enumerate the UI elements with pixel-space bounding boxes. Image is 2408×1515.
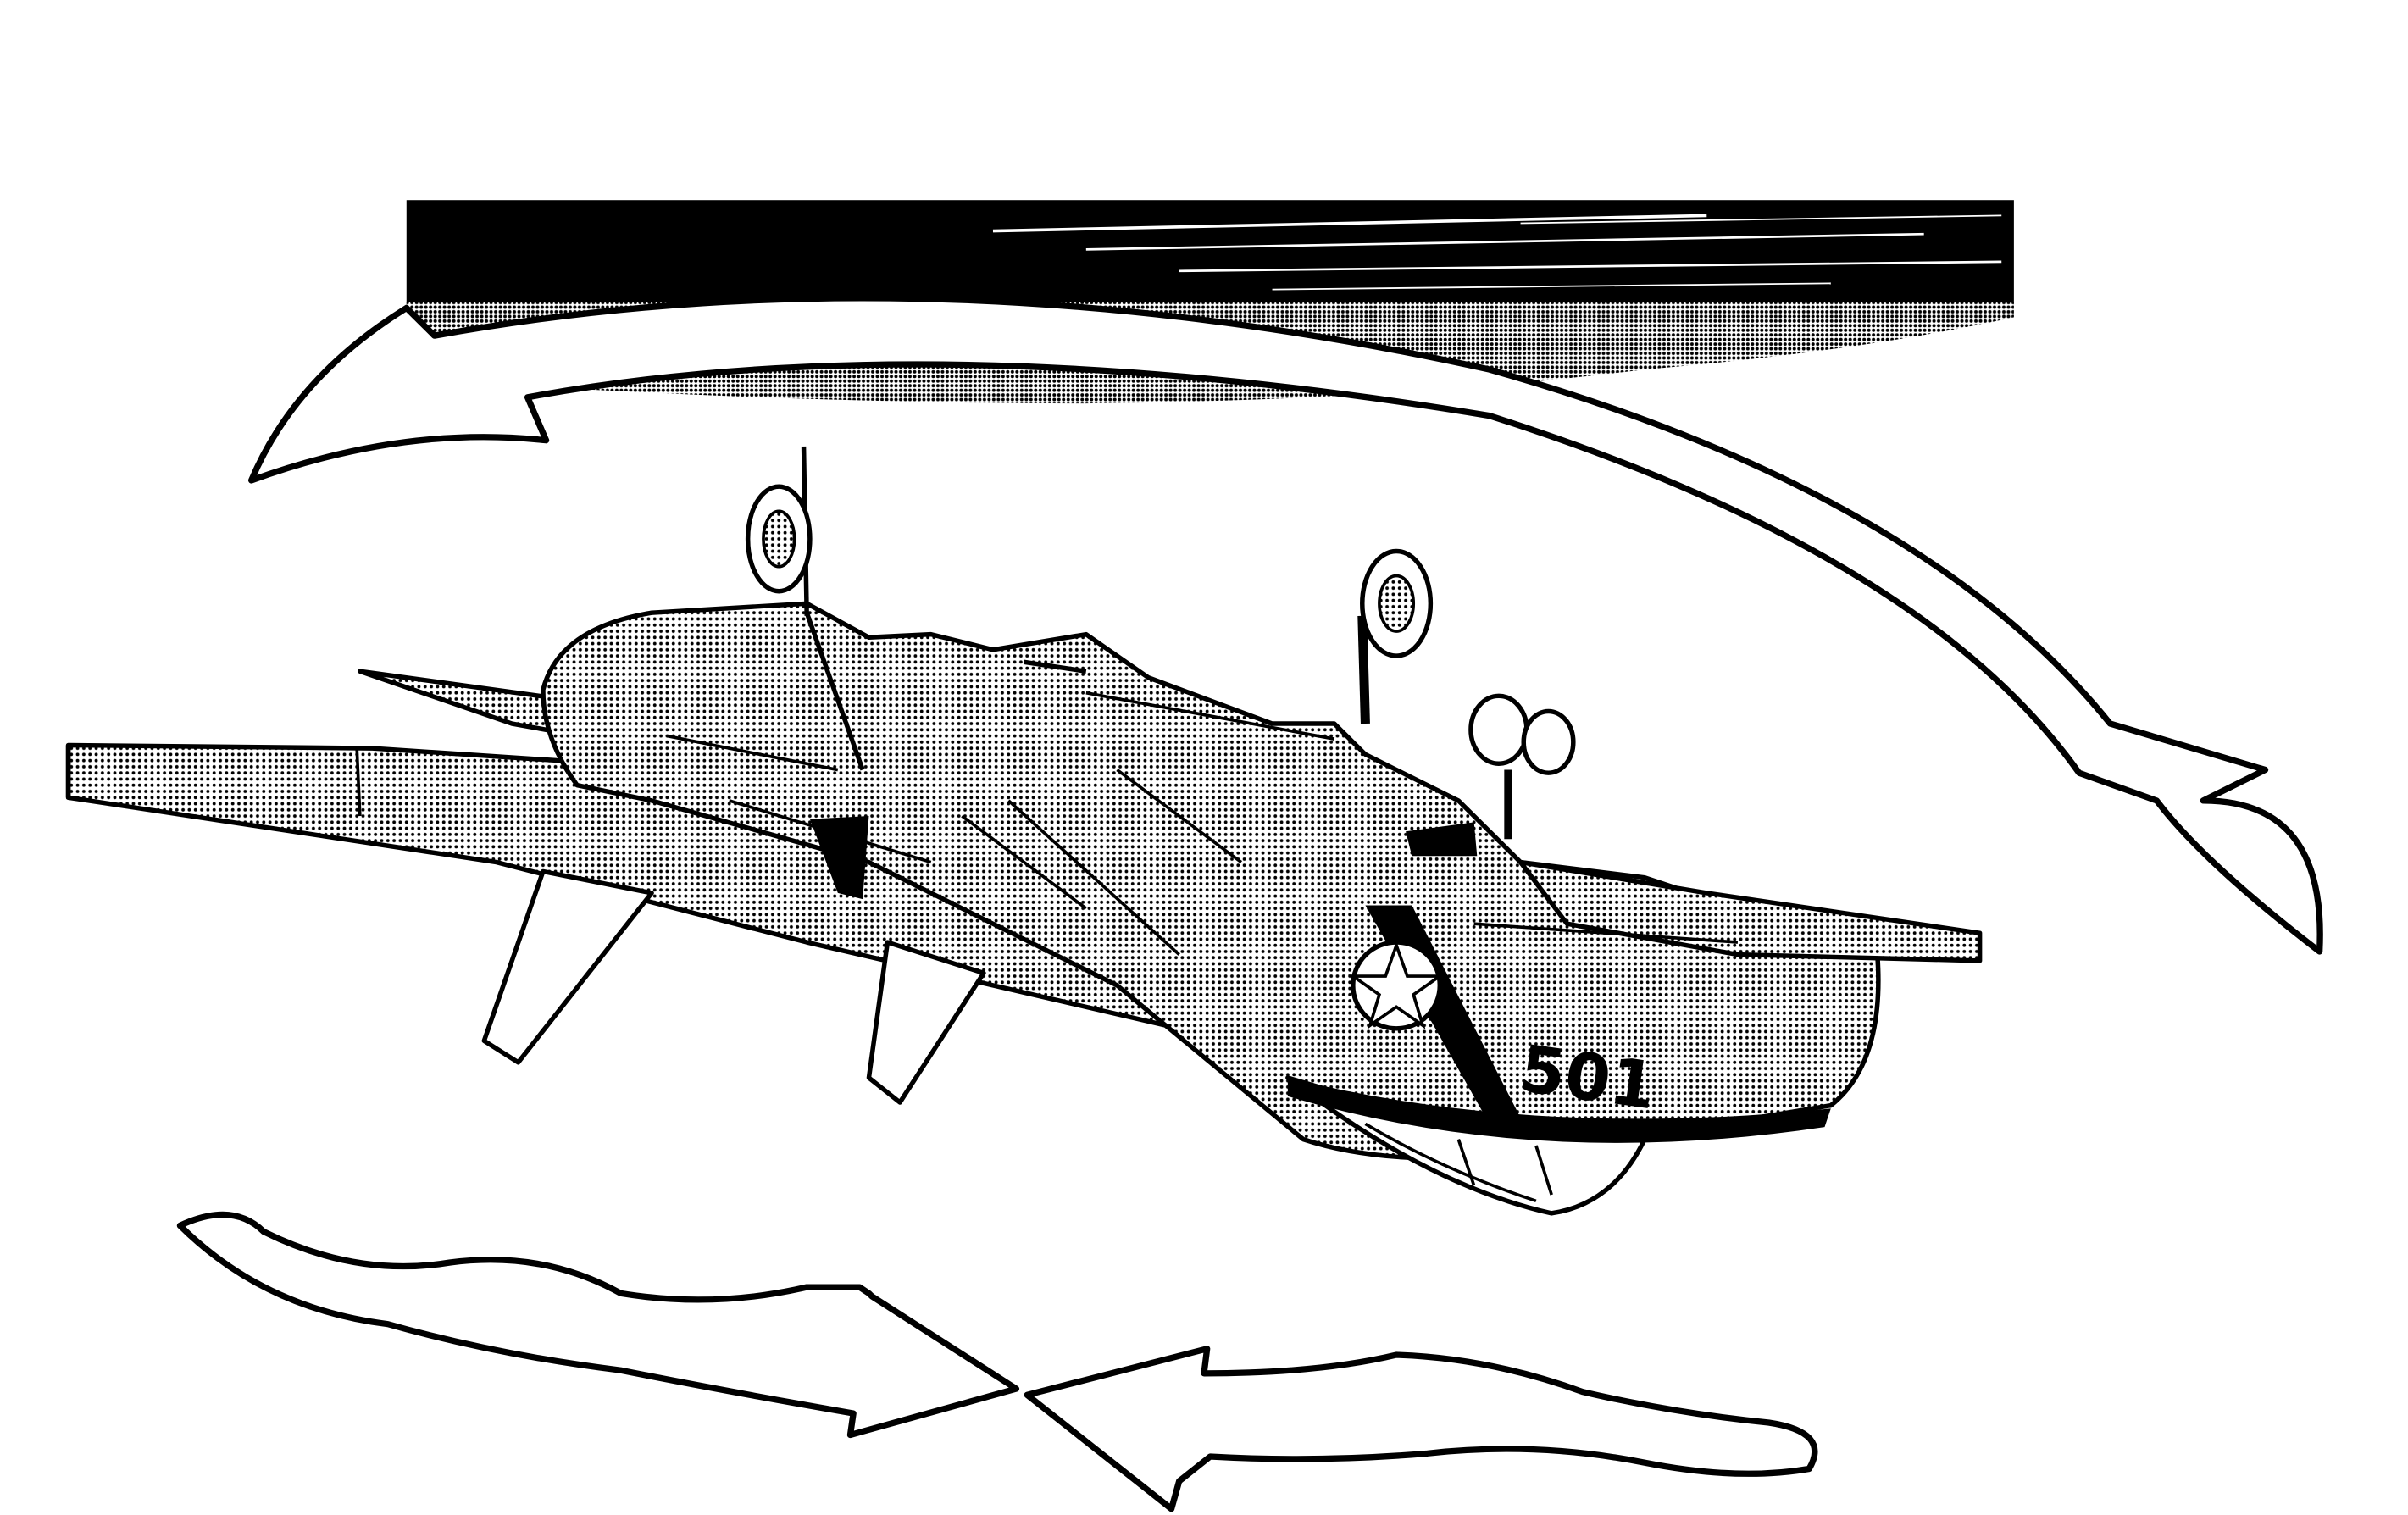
wavy-arrow-right-icon	[180, 1214, 1016, 1435]
wavy-arrow-left-icon	[1027, 1349, 1815, 1509]
inverted-jet-aircraft: 501	[69, 447, 1980, 1213]
